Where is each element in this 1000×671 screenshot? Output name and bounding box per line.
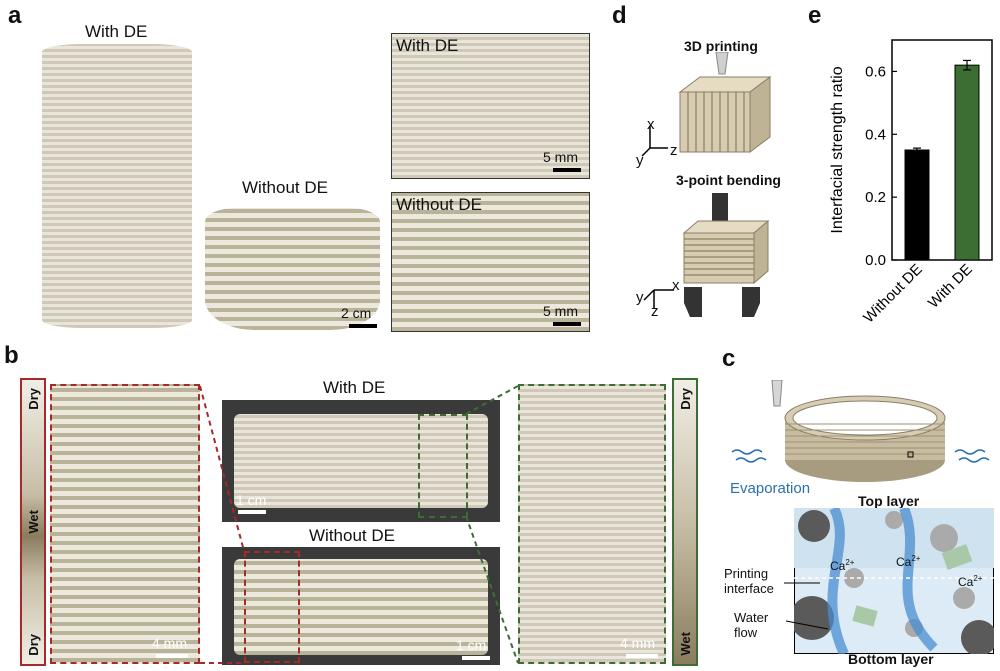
ion-1: Ca2+ <box>830 558 854 573</box>
axis2-x: x <box>672 277 680 294</box>
tall-cylinder-photo <box>42 44 192 328</box>
bending-title: 3-point bending <box>676 172 781 188</box>
bar-0 <box>904 149 930 261</box>
scale-text-a-main: 2 cm <box>341 305 372 321</box>
panel-e-label: e <box>808 2 822 29</box>
collapsed-cylinder-photo <box>205 208 380 330</box>
ring-diagram <box>731 380 990 482</box>
scale-bar-a-main <box>349 324 377 328</box>
axis2-y: y <box>636 289 644 306</box>
axis1-z: z <box>670 142 678 159</box>
water-flow-label: Water flow <box>734 610 769 640</box>
axis2-z: z <box>651 303 659 320</box>
inset-with-de-photo <box>391 33 590 179</box>
center-top-photo <box>234 414 488 508</box>
scale-bar-b-left <box>156 654 188 658</box>
right-zoom-photo <box>518 384 666 664</box>
panel-d-label: d <box>612 2 627 29</box>
center-top-photo-frame <box>222 400 500 522</box>
center-bottom-photo <box>234 559 488 655</box>
bottom-layer-label: Bottom layer <box>848 651 934 667</box>
scale-text-b-left: 4 mm <box>152 635 187 651</box>
scale-text-b-center-bottom: 1 cm <box>456 637 487 653</box>
scale-bar-a-inset1 <box>553 168 581 172</box>
bending-block-diagram <box>682 193 770 317</box>
ion-1-symbol: Ca <box>830 559 846 573</box>
y-axis-label: Interfacial strength ratio <box>829 66 846 233</box>
right-moisture-bar: Dry Wet <box>672 378 698 666</box>
label-pointers <box>784 582 829 630</box>
interface-zoom-diagram <box>794 508 994 654</box>
printed-block-diagram <box>678 52 772 153</box>
left-zoom-photo <box>50 384 200 664</box>
b-without-de-label: Without DE <box>309 526 395 545</box>
right-bar-label-wet: Wet <box>677 632 693 656</box>
panel-a-without-de-label: Without DE <box>242 178 328 197</box>
ion-2: Ca2+ <box>896 554 920 569</box>
center-bottom-photo-frame <box>222 547 500 665</box>
chart-frame <box>891 39 993 261</box>
inset-with-de-label: With DE <box>396 36 459 55</box>
inset-without-de-photo <box>391 192 590 332</box>
panel-b-label: b <box>4 342 19 369</box>
scale-text-a-inset1: 5 mm <box>543 149 578 165</box>
scale-bar-b-center-bottom <box>462 656 490 660</box>
center-top-zoom-box <box>418 414 468 518</box>
scale-text-b-center-top: 1 cm <box>236 492 267 508</box>
axes-2-icon <box>643 289 674 308</box>
y-tick-label-1: 0.2 <box>865 189 886 206</box>
ion-2-symbol: Ca <box>896 555 912 569</box>
top-layer-label: Top layer <box>858 493 920 509</box>
axes-1-icon <box>641 126 668 157</box>
panel-c-label: c <box>722 345 736 372</box>
axis1-y: y <box>636 152 644 169</box>
ion-3-charge: 2+ <box>973 574 983 583</box>
y-tick-label-3: 0.6 <box>865 63 886 80</box>
ion-3: Ca2+ <box>958 574 982 589</box>
b-with-de-label: With DE <box>323 378 386 397</box>
y-tick-label-0: 0.0 <box>865 252 886 269</box>
ion-3-symbol: Ca <box>958 575 974 589</box>
printing-title: 3D printing <box>684 38 758 54</box>
axis1-x: x <box>647 116 655 133</box>
y-tick-label-2: 0.4 <box>865 126 886 143</box>
scale-bar-b-right <box>626 654 658 658</box>
inset-without-de-label: Without DE <box>396 195 482 214</box>
panel-a-label: a <box>8 2 22 29</box>
scale-text-b-right: 4 mm <box>620 635 655 651</box>
panel-a-with-de-label: With DE <box>85 22 148 41</box>
scale-bar-b-center-top <box>238 510 266 514</box>
scale-bar-a-inset2 <box>553 322 581 326</box>
center-bottom-zoom-box <box>244 551 300 663</box>
ion-2-charge: 2+ <box>911 554 921 563</box>
ion-1-charge: 2+ <box>845 558 855 567</box>
left-moisture-bar: Dry Wet Dry <box>20 378 46 666</box>
right-bar-label-dry: Dry <box>677 388 693 410</box>
scale-text-a-inset2: 5 mm <box>543 303 578 319</box>
evaporation-label: Evaporation <box>730 480 811 497</box>
printing-interface-label: Printing interface <box>724 566 774 596</box>
